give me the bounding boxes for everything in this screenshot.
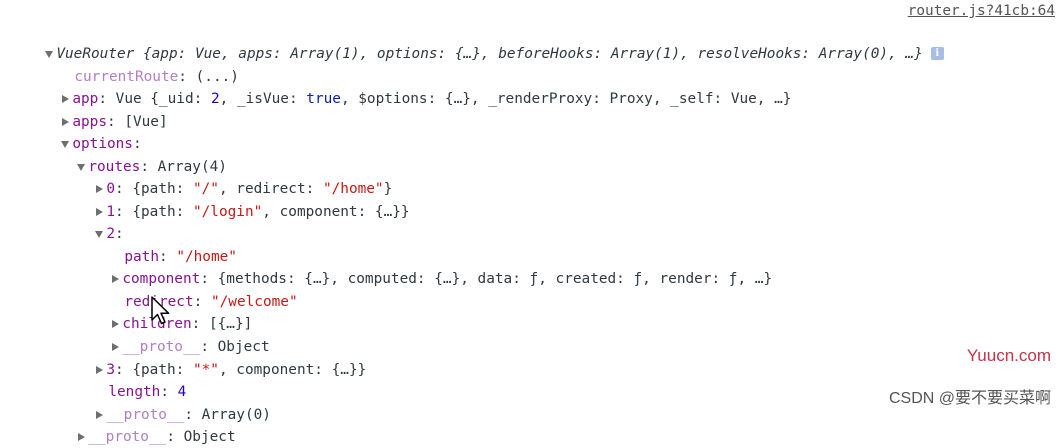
expand-arrow-icon[interactable]: [44, 43, 56, 65]
prop-key: apps: [72, 114, 107, 130]
prop-value-mid: , _isVue:: [219, 91, 307, 107]
redirect-string: "/home": [322, 181, 384, 197]
uid-value: 2: [210, 91, 220, 107]
prop-key: redirect: [124, 294, 194, 310]
prop-value: [{…}]: [208, 316, 253, 332]
prop-key: path: [124, 249, 159, 265]
is-vue-value: true: [306, 91, 341, 107]
prop-value-pre: Vue {_uid:: [115, 91, 211, 107]
prop-key: __proto__: [88, 429, 167, 445]
prop-app[interactable]: app: Vue {_uid: 2, _isVue: true, $option…: [43, 66, 791, 107]
route-item-2[interactable]: 2:: [77, 201, 124, 242]
prop-key: currentRoute: [74, 69, 179, 85]
prop-key: 1: [106, 204, 115, 220]
prop-value-post: , $options: {…}, _renderProxy: Proxy, _s…: [340, 91, 792, 107]
prop-value: "/welcome": [210, 294, 298, 310]
path-string: "/": [192, 181, 219, 197]
object-header[interactable]: VueRouter {app: Vue, apps: Array(1), opt…: [27, 21, 944, 62]
collapsed-arrow-icon[interactable]: [94, 178, 106, 200]
prop-value: 4: [177, 384, 187, 400]
route-2-proto[interactable]: __proto__: Object: [93, 314, 270, 355]
prop-key: component: [122, 271, 201, 287]
route-item-3[interactable]: 3: {path: "*", component: {…}}: [77, 337, 366, 378]
collapsed-arrow-icon[interactable]: [110, 268, 122, 290]
class-name: VueRouter: [56, 46, 135, 62]
route-2-component[interactable]: component: {methods: {…}, computed: {…},…: [93, 246, 772, 287]
path-string: "/login": [192, 204, 263, 220]
route-2-redirect[interactable]: redirect: "/welcome": [124, 294, 298, 310]
options-proto[interactable]: __proto__: Object: [59, 404, 236, 445]
prop-value: "/home": [176, 249, 237, 265]
collapsed-arrow-icon[interactable]: [110, 313, 122, 335]
route-2-children[interactable]: children: [{…}]: [93, 291, 252, 332]
prop-key: children: [122, 316, 192, 332]
expand-arrow-icon[interactable]: [94, 223, 106, 245]
prop-key: 0: [106, 181, 115, 197]
collapsed-arrow-icon[interactable]: [110, 336, 122, 358]
prop-key: length: [108, 384, 161, 400]
prop-key: __proto__: [122, 339, 201, 355]
prop-key: options: [72, 136, 133, 152]
object-preview: {app: Vue, apps: Array(1), options: {…},…: [134, 46, 923, 62]
route-item-1[interactable]: 1: {path: "/login", component: {…}}: [77, 179, 410, 220]
mouse-cursor-icon: [151, 296, 170, 325]
expand-arrow-icon[interactable]: [60, 133, 72, 155]
routes-length[interactable]: length: 4: [108, 384, 187, 400]
prop-key: routes: [88, 159, 141, 175]
collapsed-arrow-icon[interactable]: [60, 88, 72, 110]
prop-key: app: [72, 91, 99, 107]
prop-value: {methods: {…}, computed: {…}, data: ƒ, c…: [217, 271, 773, 287]
source-link[interactable]: router.js?41cb:64: [907, 3, 1055, 19]
expand-arrow-icon[interactable]: [76, 156, 88, 178]
prop-routes[interactable]: routes: Array(4): [59, 134, 227, 175]
routes-proto[interactable]: __proto__: Array(0): [77, 382, 271, 423]
prop-options[interactable]: options:: [43, 111, 142, 152]
route-2-path[interactable]: path: "/home": [124, 249, 237, 265]
prop-value: Object: [217, 339, 270, 355]
prop-value: Object: [183, 429, 236, 445]
collapsed-arrow-icon[interactable]: [94, 201, 106, 223]
prop-apps[interactable]: apps: [Vue]: [43, 89, 168, 130]
prop-current-route[interactable]: currentRoute: (...): [74, 69, 239, 85]
prop-value: Array(4): [157, 159, 227, 175]
collapsed-arrow-icon[interactable]: [76, 426, 88, 448]
watermark-author: CSDN @要不要买菜啊: [888, 390, 1051, 407]
info-icon[interactable]: i: [930, 47, 944, 60]
collapsed-arrow-icon[interactable]: [94, 359, 106, 381]
prop-value: (...): [195, 69, 239, 85]
prop-value: [Vue]: [124, 114, 168, 130]
path-string: "*": [192, 362, 219, 378]
collapsed-arrow-icon[interactable]: [60, 111, 72, 133]
watermark-site: Yuucn.com: [966, 346, 1051, 365]
prop-key: 2: [106, 226, 115, 242]
route-item-0[interactable]: 0: {path: "/", redirect: "/home"}: [77, 156, 392, 197]
prop-key: 3: [106, 362, 115, 378]
